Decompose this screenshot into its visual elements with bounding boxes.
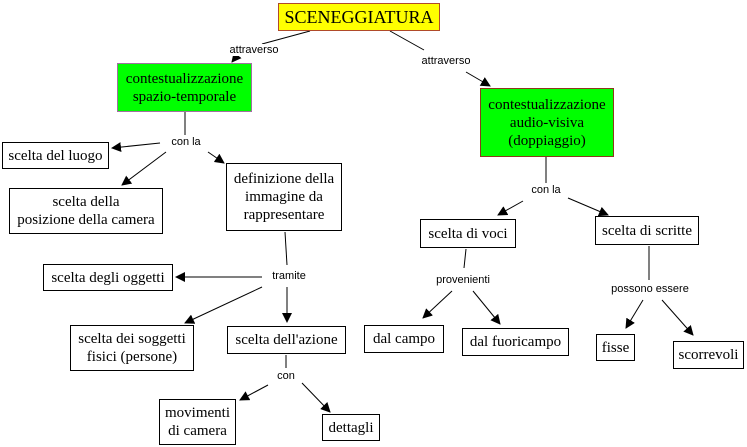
node-dettagli[interactable]: dettagli	[322, 414, 380, 441]
link-label-provenienti: provenienti	[434, 274, 492, 286]
link-voci-to-provenienti	[463, 248, 467, 269]
link-conla-to-definizione	[207, 151, 225, 164]
node-label-line: di camera	[168, 423, 227, 439]
node-scelta-della-posizione-della-camera[interactable]: scelta della posizione della camera	[9, 188, 163, 234]
node-label-line: (doppiaggio)	[508, 132, 586, 149]
node-label-line: audio-visiva	[509, 114, 585, 131]
node-label-line: spazio-temporale	[132, 88, 237, 105]
node-label-line: definizione della	[233, 171, 335, 187]
node-label: scorrevoli	[678, 347, 739, 363]
link-label-possono-essere: possono essere	[609, 283, 691, 295]
link-label-tramite: tramite	[270, 270, 308, 282]
node-label: scelta degli oggetti	[51, 269, 165, 286]
node-movimenti-di-camera[interactable]: movimenti di camera	[159, 399, 236, 445]
node-definizione-della-immagine[interactable]: definizione della immagine da rappresent…	[226, 163, 342, 231]
node-label-line: immagine da	[245, 189, 323, 205]
node-label-line: scelta della	[52, 194, 120, 210]
link-con-to-dettagli	[301, 382, 331, 413]
link-root-to-attraverso-left	[261, 30, 311, 45]
node-contestualizzazione-audio-visiva[interactable]: contestualizzazione audio-visiva (doppia…	[480, 88, 614, 157]
link-label-con-la-left: con la	[169, 136, 203, 148]
node-label-line: fisici (persone)	[86, 349, 178, 365]
link-attraverso-right-to-audio	[465, 71, 491, 87]
link-root-to-attraverso-right	[389, 30, 425, 51]
node-label-line: rappresentare	[243, 207, 325, 223]
link-conla-right-to-scritte	[567, 197, 609, 217]
link-attraverso-left-to-spazio	[231, 51, 242, 63]
node-label: SCENEGGIATURA	[284, 7, 434, 27]
node-scelta-dei-soggetti-fisici[interactable]: scelta dei soggetti fisici (persone)	[70, 325, 194, 371]
node-sceneggiatura[interactable]: SCENEGGIATURA	[278, 3, 440, 31]
node-label: fisse	[601, 339, 630, 356]
node-label-line: posizione della camera	[17, 212, 155, 228]
node-fisse[interactable]: fisse	[596, 334, 635, 361]
link-conla-right-to-voci	[497, 200, 524, 216]
link-label-attraverso-right: attraverso	[419, 55, 473, 67]
link-definizione-to-tramite	[284, 231, 288, 266]
link-conla-to-luogo	[111, 142, 161, 153]
node-label-line: movimenti	[165, 405, 230, 421]
node-label: dal fuoricampo	[469, 334, 562, 350]
node-label: dettagli	[328, 419, 374, 436]
node-scelta-degli-oggetti[interactable]: scelta degli oggetti	[43, 264, 173, 291]
node-label: scelta dell'azione	[235, 332, 338, 348]
link-label-attraverso-left: attraverso	[227, 44, 281, 56]
node-label: dal campo	[372, 331, 436, 347]
node-scelta-di-voci[interactable]: scelta di voci	[420, 219, 516, 248]
link-label-con-la-right: con la	[529, 184, 563, 196]
link-possono-to-fisse	[625, 299, 644, 329]
link-possono-to-scorrevoli	[661, 299, 694, 336]
link-tramite-to-soggetti	[184, 286, 263, 324]
node-label: scelta del luogo	[8, 147, 103, 164]
node-dal-campo[interactable]: dal campo	[364, 325, 444, 353]
node-contestualizzazione-spazio-temporale[interactable]: contestualizzazione spazio-temporale	[117, 63, 252, 112]
link-conla-to-posizione	[121, 151, 167, 186]
node-scelta-del-luogo[interactable]: scelta del luogo	[2, 142, 109, 169]
link-provenienti-to-campo	[422, 290, 453, 319]
node-label-line: contestualizzazione	[125, 70, 244, 87]
link-con-to-movimenti	[239, 384, 269, 401]
node-label-line: scelta dei soggetti	[78, 331, 186, 347]
node-scorrevoli[interactable]: scorrevoli	[673, 341, 744, 369]
node-label: scelta di voci	[428, 225, 508, 242]
link-provenienti-to-fuoricampo	[472, 290, 501, 325]
node-scelta-dell-azione[interactable]: scelta dell'azione	[227, 326, 346, 354]
link-label-con: con	[275, 370, 297, 382]
node-label-line: contestualizzazione	[488, 96, 606, 113]
node-scelta-di-scritte[interactable]: scelta di scritte	[595, 216, 699, 245]
node-dal-fuoricampo[interactable]: dal fuoricampo	[462, 328, 569, 356]
node-label: scelta di scritte	[602, 222, 692, 239]
